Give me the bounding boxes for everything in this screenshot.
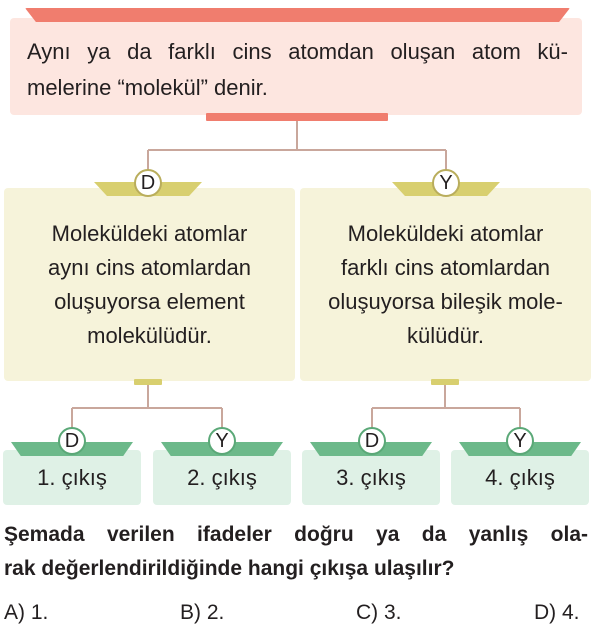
branch-box-left: Moleküldeki atomlar aynı cins atomlardan… xyxy=(4,188,295,381)
definition-top-banner xyxy=(25,8,570,22)
branch-left-badge: D xyxy=(134,169,162,197)
choice-a[interactable]: A) 1. xyxy=(4,601,49,624)
exit-label-1: 1. çıkış xyxy=(37,464,107,490)
exit-badge-1: D xyxy=(58,427,86,455)
exit-box-4: 4. çıkış xyxy=(451,450,589,505)
branch-left-line-4: molekülüdür. xyxy=(87,322,212,348)
definition-line-1: Aynı ya da farklı cins atomdan oluşan at… xyxy=(27,39,568,64)
exit-badge-2: Y xyxy=(208,427,236,455)
exit-badge-3: D xyxy=(358,427,386,455)
branch-right-bottom-tab xyxy=(431,379,459,385)
branch-box-right: Moleküldeki atomlar farklı cins atomlard… xyxy=(300,188,591,381)
exit-label-2: 2. çıkış xyxy=(187,464,257,490)
branch-right-badge: Y xyxy=(432,169,460,197)
branch-left-line-1: Moleküldeki atomlar xyxy=(51,220,248,246)
question-text: Şemada verilen ifadeler doğru ya da yanl… xyxy=(4,518,588,586)
branch-left-bottom-tab xyxy=(134,379,162,385)
branch-right-line-1: Moleküldeki atomlar xyxy=(347,220,544,246)
definition-box: Aynı ya da farklı cins atomdan oluşan at… xyxy=(10,18,582,115)
branch-right-line-4: külüdür. xyxy=(406,322,485,348)
choice-c[interactable]: C) 3. xyxy=(356,601,402,624)
definition-line-2: melerine “molekül” denir. xyxy=(27,75,268,100)
choice-b[interactable]: B) 2. xyxy=(180,601,225,624)
branch-right-line-2: farklı cins atomlardan xyxy=(340,254,551,280)
exit-box-1: 1. çıkış xyxy=(3,450,141,505)
exit-box-3: 3. çıkış xyxy=(302,450,440,505)
branch-left-line-3: oluşuyorsa element xyxy=(54,288,245,314)
branch-left-line-2: aynı cins atomlardan xyxy=(48,254,251,280)
choice-d[interactable]: D) 4. xyxy=(534,601,580,624)
exit-label-3: 3. çıkış xyxy=(336,464,406,490)
question-line-2: rak değerlendirildiğinde hangi çıkışa ul… xyxy=(4,557,455,580)
exit-label-4: 4. çıkış xyxy=(485,464,555,490)
exit-badge-4: Y xyxy=(506,427,534,455)
question-line-1: Şemada verilen ifadeler doğru ya da yanl… xyxy=(4,523,588,546)
branch-right-line-3: oluşuyorsa bileşik mole- xyxy=(328,288,563,314)
exit-box-2: 2. çıkış xyxy=(153,450,291,505)
definition-bottom-tab xyxy=(206,113,388,121)
